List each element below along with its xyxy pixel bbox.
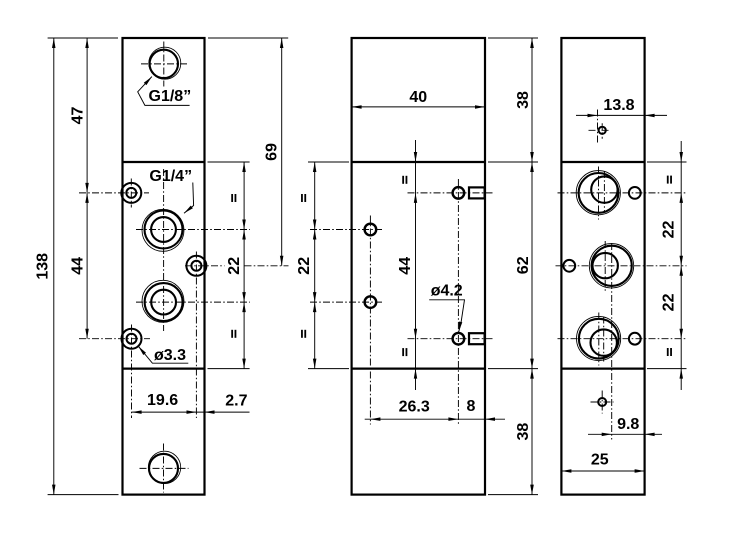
svg-text:ø3.3: ø3.3	[154, 347, 186, 364]
svg-text:44: 44	[70, 257, 87, 275]
svg-text:69: 69	[264, 143, 281, 161]
svg-text:22: 22	[226, 257, 243, 275]
svg-text:22: 22	[661, 293, 678, 311]
svg-text:47: 47	[70, 107, 87, 125]
svg-text:22: 22	[296, 257, 313, 275]
svg-text:2.7: 2.7	[225, 393, 247, 410]
svg-text:62: 62	[515, 256, 532, 274]
svg-text:19.6: 19.6	[147, 392, 178, 409]
svg-text:38: 38	[515, 423, 532, 441]
svg-text:44: 44	[397, 257, 414, 275]
svg-text:G1/4”: G1/4”	[149, 168, 192, 185]
svg-text:38: 38	[515, 91, 532, 109]
svg-text:ø4.2: ø4.2	[431, 283, 463, 300]
svg-text:9.8: 9.8	[617, 416, 639, 433]
svg-text:25: 25	[591, 451, 609, 468]
svg-text:22: 22	[661, 221, 678, 239]
svg-text:13.8: 13.8	[603, 97, 634, 114]
svg-text:138: 138	[35, 253, 52, 280]
svg-text:8: 8	[466, 398, 475, 415]
svg-text:26.3: 26.3	[399, 399, 430, 416]
svg-text:G1/8”: G1/8”	[149, 88, 192, 105]
svg-text:40: 40	[409, 89, 427, 106]
